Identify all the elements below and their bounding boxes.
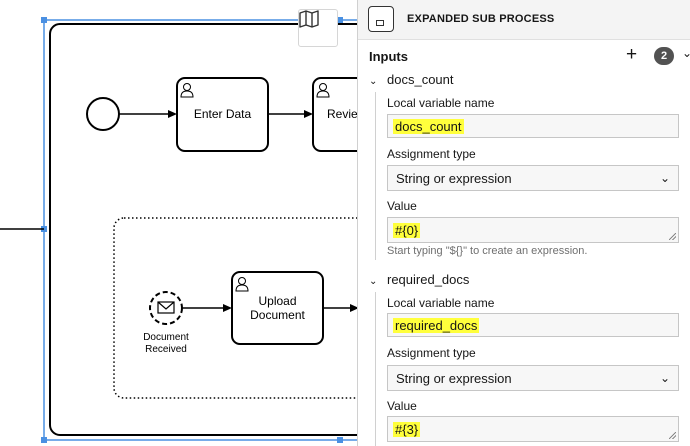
local-variable-name-value: required_docs bbox=[393, 318, 480, 333]
sequence-flow-arrow bbox=[168, 110, 177, 118]
local-variable-name-input[interactable]: required_docs bbox=[387, 313, 679, 337]
start-event[interactable] bbox=[86, 97, 120, 131]
input-item-guide-line bbox=[375, 292, 376, 446]
event-document-received-label-1: Document bbox=[143, 332, 189, 343]
map-icon bbox=[299, 10, 319, 28]
user-icon bbox=[235, 277, 249, 292]
assignment-type-label: Assignment type bbox=[387, 147, 476, 161]
resize-grip-icon[interactable] bbox=[669, 233, 676, 240]
input-item-name: docs_count bbox=[387, 72, 454, 87]
properties-panel: EXPANDED SUB PROCESS Inputs + 2 ⌄ ⌄ docs_… bbox=[357, 0, 690, 446]
task-upload-document-label-2: Document bbox=[250, 308, 305, 322]
inputs-count-badge: 2 bbox=[654, 47, 674, 65]
local-variable-name-label: Local variable name bbox=[387, 296, 495, 310]
selection-handle[interactable] bbox=[41, 17, 47, 23]
panel-header: EXPANDED SUB PROCESS bbox=[358, 0, 690, 40]
sequence-flow-arrow bbox=[223, 304, 232, 312]
chevron-down-icon: ⌄ bbox=[659, 171, 670, 185]
chevron-down-icon[interactable]: ⌄ bbox=[369, 276, 378, 287]
local-variable-name-value: docs_count bbox=[393, 119, 464, 134]
sequence-flow-arrow bbox=[350, 304, 357, 312]
chevron-down-icon[interactable]: ⌄ bbox=[369, 76, 378, 87]
value-text: #{3} bbox=[393, 422, 421, 437]
selection-handle[interactable] bbox=[41, 437, 47, 443]
value-label: Value bbox=[387, 399, 417, 413]
expanded-subprocess-icon bbox=[368, 6, 394, 32]
inputs-group-title[interactable]: Inputs bbox=[369, 49, 408, 64]
input-item-header[interactable]: ⌄ docs_count bbox=[369, 72, 454, 87]
chevron-down-icon: ⌄ bbox=[659, 371, 670, 385]
expression-hint: Start typing "${}" to create an expressi… bbox=[387, 245, 588, 257]
add-input-button[interactable]: + bbox=[626, 44, 638, 65]
sequence-flow-arrow bbox=[304, 110, 313, 118]
panel-title: EXPANDED SUB PROCESS bbox=[407, 13, 555, 25]
user-icon bbox=[316, 83, 330, 98]
task-enter-data-label: Enter Data bbox=[194, 107, 252, 121]
assignment-type-value: String or expression bbox=[396, 171, 512, 186]
resize-grip-icon[interactable] bbox=[669, 432, 676, 439]
value-textarea[interactable]: #{0} bbox=[387, 217, 679, 243]
task-upload-document-label-1: Upload bbox=[258, 294, 296, 308]
value-text: #{0} bbox=[393, 223, 421, 238]
input-item-header[interactable]: ⌄ required_docs bbox=[369, 272, 469, 287]
envelope-icon bbox=[157, 301, 175, 314]
local-variable-name-label: Local variable name bbox=[387, 96, 495, 110]
diagram-canvas[interactable]: Enter Data Revie Document Received Uploa… bbox=[0, 0, 357, 446]
local-variable-name-input[interactable]: docs_count bbox=[387, 114, 679, 138]
input-item-name: required_docs bbox=[387, 272, 470, 287]
minimap-toggle-button[interactable] bbox=[298, 9, 338, 47]
event-document-received-label-2: Received bbox=[145, 344, 187, 355]
selection-handle[interactable] bbox=[337, 437, 343, 443]
assignment-type-label: Assignment type bbox=[387, 346, 476, 360]
input-item-guide-line bbox=[375, 92, 376, 260]
chevron-down-icon[interactable]: ⌄ bbox=[682, 46, 690, 60]
task-review-label: Revie bbox=[327, 107, 357, 121]
value-label: Value bbox=[387, 199, 417, 213]
value-textarea[interactable]: #{3} bbox=[387, 416, 679, 442]
selection-handle[interactable] bbox=[337, 17, 343, 23]
bpmn-diagram[interactable]: Enter Data Revie Document Received Uploa… bbox=[0, 0, 357, 446]
assignment-type-select[interactable]: String or expression ⌄ bbox=[387, 365, 679, 391]
user-icon bbox=[180, 83, 194, 98]
assignment-type-value: String or expression bbox=[396, 371, 512, 386]
assignment-type-select[interactable]: String or expression ⌄ bbox=[387, 165, 679, 191]
